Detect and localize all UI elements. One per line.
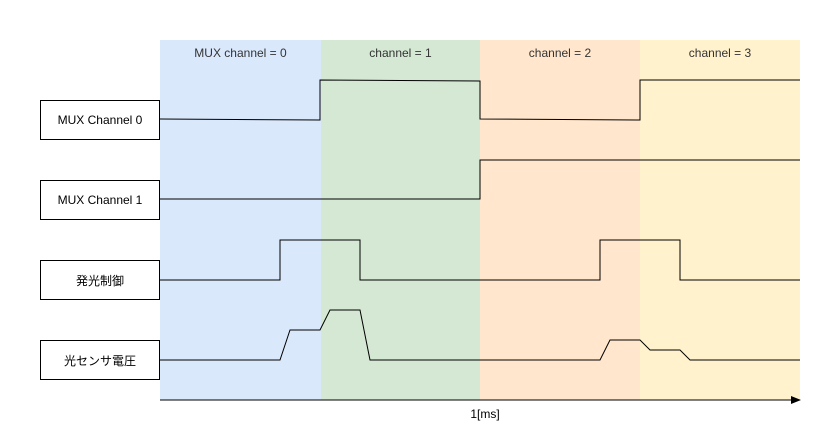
region-label-channel-3: channel = 3 <box>688 46 752 60</box>
waveform-mux-channel-0 <box>159 79 800 121</box>
region-label-channel-2: channel = 2 <box>528 46 592 60</box>
signal-label-mux-channel-1: MUX Channel 1 <box>40 180 160 220</box>
waveform-light-emission-control <box>160 239 800 281</box>
region-channel-0 <box>160 40 321 400</box>
region-label-channel-1: channel = 1 <box>369 46 432 60</box>
signal-label-mux-channel-0: MUX Channel 0 <box>40 100 160 140</box>
region-channel-1 <box>321 40 480 400</box>
time-axis-label: 1[ms] <box>470 407 500 421</box>
signal-label-light-sensor-voltage: 光センサ電圧 <box>40 340 160 380</box>
waveform-mux-channel-1 <box>160 159 800 200</box>
region-label-channel-0: MUX channel = 0 <box>194 46 287 60</box>
region-channel-3 <box>640 40 800 400</box>
waveform-light-sensor-voltage <box>160 309 800 361</box>
signal-label-light-emission-control: 発光制御 <box>40 260 160 300</box>
